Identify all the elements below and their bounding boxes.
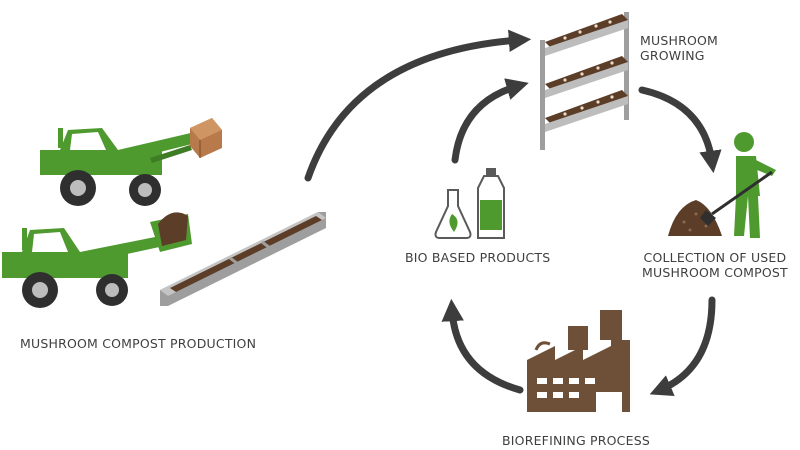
flask-bottle-icon	[434, 168, 505, 239]
loader-tractor-icon	[2, 212, 192, 308]
label-bio-based-products: BIO BASED PRODUCTS	[405, 250, 551, 265]
factory-icon	[527, 310, 630, 412]
label-mushroom-compost-production: MUSHROOM COMPOST PRODUCTION	[20, 336, 257, 351]
label-biorefining-process: BIOREFINING PROCESS	[502, 433, 650, 448]
loader-tractor-icon	[40, 128, 200, 206]
compost-bale-icon	[190, 118, 222, 158]
label-mushroom-growing: MUSHROOM GROWING	[640, 33, 719, 63]
cycle-arrow-icon	[304, 29, 722, 396]
mushroom-shelf-icon	[540, 12, 629, 150]
label-collection-used-compost: COLLECTION OF USED MUSHROOM COMPOST	[642, 250, 788, 280]
worker-shovel-icon	[668, 132, 776, 238]
compost-bin-icon	[160, 212, 326, 306]
